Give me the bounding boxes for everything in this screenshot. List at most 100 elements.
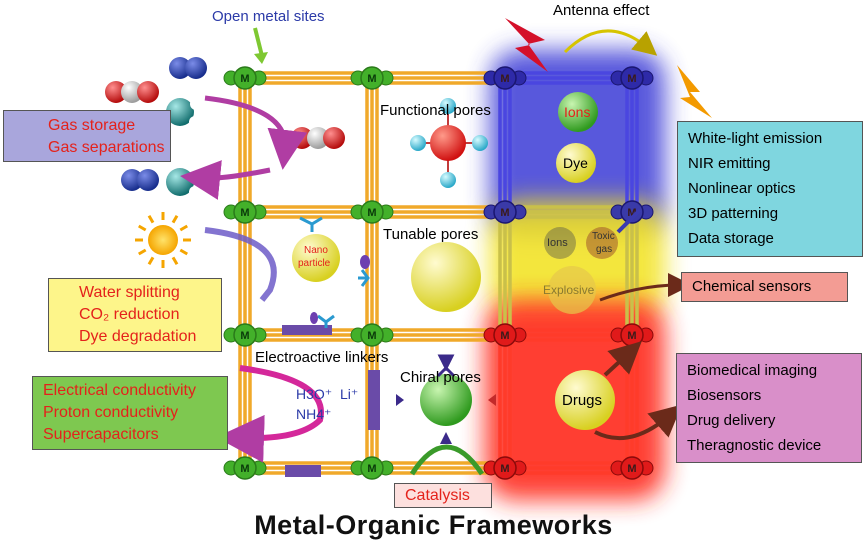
antenna-effect-label: Antenna effect <box>553 2 650 19</box>
metal-node-label: M <box>500 73 509 85</box>
catalysis-text: Catalysis <box>405 487 470 504</box>
sun-ray <box>171 215 179 224</box>
gas-in-arrow <box>204 95 308 170</box>
gas-storage-text: Gas storage <box>48 117 136 134</box>
metal-node: M <box>610 200 654 224</box>
toxic-gas-label-1: Toxic <box>592 231 615 242</box>
photocatalysis-box: Water splitting CO₂ reduction Dye degrad… <box>48 278 222 352</box>
metal-node: M <box>350 66 394 90</box>
electrical-conductivity-text: Electrical conductivity <box>43 382 196 399</box>
metal-node-label: M <box>500 207 509 219</box>
metal-node-label: M <box>627 330 636 342</box>
metal-node-label: M <box>367 207 376 219</box>
sun-ray <box>147 256 155 265</box>
chemical-sensors-box: Chemical sensors <box>681 272 848 302</box>
sun-ray <box>138 248 147 256</box>
light-arrow <box>204 227 277 302</box>
metal-node: M <box>483 200 527 224</box>
sun-icon <box>135 212 191 268</box>
functional-pore-cluster <box>410 98 488 188</box>
metal-node-label: M <box>627 207 636 219</box>
chemical-sensors-text: Chemical sensors <box>692 278 812 295</box>
diagram-title: Metal-Organic Frameworks <box>254 510 613 540</box>
metal-node: M <box>350 323 394 347</box>
tunable-pore-sphere <box>411 242 481 312</box>
electroactive-linker <box>282 312 380 477</box>
conductivity-box: Electrical conductivity Proton conductiv… <box>32 376 228 450</box>
metal-node-label: M <box>627 73 636 85</box>
open-metal-arrow <box>253 27 268 64</box>
metal-node-label: M <box>367 73 376 85</box>
ions-sphere-top <box>558 92 598 132</box>
nano-particle <box>292 216 370 287</box>
gas-applications-box: Gas storage Gas separations <box>3 110 171 162</box>
conductivity-arrow <box>216 365 324 463</box>
explosive-sphere <box>548 266 596 314</box>
metal-node: M <box>483 66 527 90</box>
data-storage-text: Data storage <box>688 230 774 247</box>
dye-degradation-text: Dye degradation <box>79 328 197 345</box>
ions-top-label: Ions <box>564 104 591 120</box>
nonlinear-optics-text: Nonlinear optics <box>688 180 796 197</box>
metal-node: M <box>223 200 267 224</box>
explosive-label: Explosive <box>543 283 595 297</box>
metal-node: M <box>483 323 527 347</box>
white-light-emission-text: White-light emission <box>688 130 823 147</box>
drug-arrow-up <box>603 341 642 377</box>
sun-ray <box>179 224 188 232</box>
metal-node-label: M <box>367 463 376 475</box>
theragnostic-device-text: Theragnostic device <box>687 437 822 454</box>
metal-node: M <box>610 66 654 90</box>
lightning-bolt-icon-right <box>677 65 712 118</box>
metal-node-label: M <box>500 330 509 342</box>
catalysis-arc <box>409 444 485 476</box>
biosensors-text: Biosensors <box>687 387 762 404</box>
sun-ray <box>138 224 147 232</box>
metal-node: M <box>350 200 394 224</box>
metal-node: M <box>350 456 394 480</box>
ion-nh4-label: NH4⁺ <box>296 406 332 422</box>
metal-nodes: M M M M M M M M M M M M M M M M <box>223 66 654 480</box>
open-metal-sites-label: Open metal sites <box>212 8 325 25</box>
ion-h3o-label: H3O⁺ <box>296 386 333 402</box>
drug-arrow-down <box>594 404 683 441</box>
optics-box: White-light emission NIR emitting Nonlin… <box>677 121 863 257</box>
drugs-label: Drugs <box>562 392 603 409</box>
toxic-gas-label-2: gas <box>596 244 613 255</box>
metal-node: M <box>223 456 267 480</box>
metal-node-label: M <box>240 207 249 219</box>
metal-node: M <box>483 456 527 480</box>
dye-label: Dye <box>563 155 588 171</box>
nano-label-line1: Nano <box>304 245 328 256</box>
water-splitting-text: Water splitting <box>79 284 180 301</box>
co2-reduction-text: CO₂ reduction <box>79 306 180 323</box>
metal-node: M <box>223 66 267 90</box>
toxic-gas-sphere <box>586 227 618 259</box>
metal-node-label: M <box>627 463 636 475</box>
ion-li-label: Li⁺ <box>340 386 359 402</box>
chiral-pores-label: Chiral pores <box>400 369 481 386</box>
functional-pores-label: Functional pores <box>380 102 491 119</box>
gas-out-arrow <box>180 160 271 200</box>
proton-conductivity-text: Proton conductivity <box>43 404 179 421</box>
sun-ray <box>179 248 188 256</box>
lightning-bolt-icon-left <box>505 18 548 72</box>
ions-sphere-mid <box>544 227 576 259</box>
toxic-arrow <box>616 208 642 234</box>
tunable-pores-label: Tunable pores <box>383 226 479 243</box>
sensor-arrow <box>599 273 692 302</box>
metal-node-label: M <box>240 73 249 85</box>
metal-node: M <box>610 323 654 347</box>
nano-label-line2: particle <box>298 258 331 269</box>
metal-node: M <box>610 456 654 480</box>
biomedical-imaging-text: Biomedical imaging <box>687 362 818 379</box>
metal-node-label: M <box>367 330 376 342</box>
chiral-pore <box>396 354 496 444</box>
biomedical-box: Biomedical imaging Biosensors Drug deliv… <box>676 353 862 463</box>
sun-ray <box>147 215 155 224</box>
drugs-sphere <box>555 370 615 430</box>
supercapacitors-text: Supercapacitors <box>43 426 159 443</box>
metal-node: M <box>223 323 267 347</box>
